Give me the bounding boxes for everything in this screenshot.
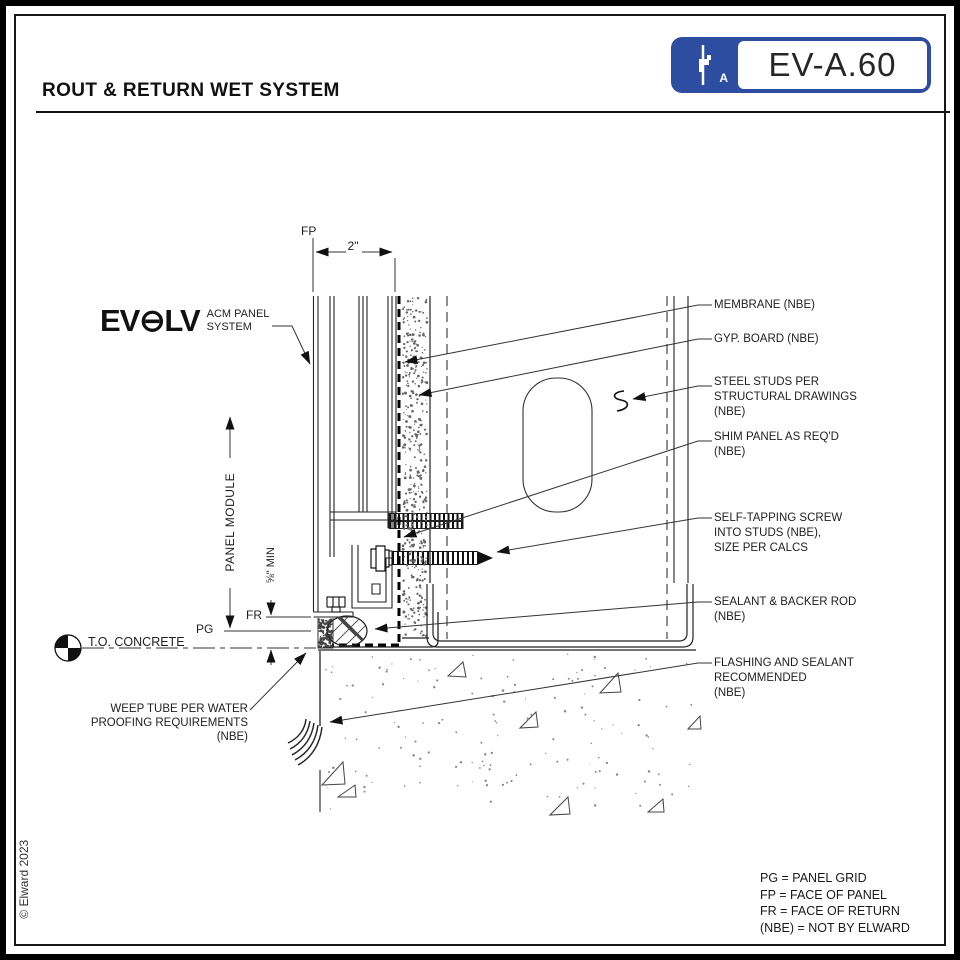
callout-studs-line2: STRUCTURAL DRAWINGS xyxy=(714,391,857,403)
evolv-logo: EV⊖LV ACM PANEL SYSTEM xyxy=(100,303,270,338)
callout-flashing-line2: RECOMMENDED xyxy=(714,672,807,684)
label-fr: FR xyxy=(246,608,262,622)
logo-tagline-line1: ACM PANEL xyxy=(206,308,270,320)
backer-rod xyxy=(326,615,368,647)
gyp-board-stipple xyxy=(401,296,429,638)
aggregate-triangles xyxy=(320,661,702,816)
callout-studs-line3: (NBE) xyxy=(714,406,746,418)
leader-studs xyxy=(632,385,712,401)
leader-screw xyxy=(496,517,712,555)
sheet-title: ROUT & RETURN WET SYSTEM xyxy=(42,80,340,101)
callout-flashing-line3: (NBE) xyxy=(714,687,746,699)
membrane-line xyxy=(332,296,401,647)
leader-shim xyxy=(403,440,712,538)
callout-weep-line1: WEEP TUBE PER WATER xyxy=(110,703,248,715)
label-pg: PG xyxy=(196,622,214,636)
adjustment-bolt xyxy=(326,596,346,613)
callout-shim-panel: SHIM PANEL AS REQ'D (NBE) xyxy=(714,430,839,460)
drip-edge xyxy=(287,718,323,766)
logo-lv: LV xyxy=(164,303,200,338)
callout-gyp-board: GYP. BOARD (NBE) xyxy=(714,332,819,347)
concrete xyxy=(318,649,702,816)
panel-clip-extrusion xyxy=(351,545,393,609)
leader-flashing xyxy=(329,662,712,725)
break-squiggle xyxy=(613,390,629,412)
dim-2-inch xyxy=(312,238,396,292)
datum-marker xyxy=(54,634,316,662)
label-datum: T.O. CONCRETE xyxy=(88,635,185,649)
self-tapping-screw xyxy=(370,545,493,572)
label-fp: FP xyxy=(301,224,317,238)
callout-membrane-line1: MEMBRANE (NBE) xyxy=(714,299,815,311)
logo-o-icon: ⊖ xyxy=(139,303,165,338)
leader-gyp xyxy=(418,338,712,397)
acm-panel-lines xyxy=(312,296,397,618)
detail-number: EV-A.60 xyxy=(768,46,897,83)
logo-tagline: ACM PANEL SYSTEM xyxy=(207,308,270,333)
leader-membrane xyxy=(404,304,712,365)
badge-icon-letter: A xyxy=(719,71,728,85)
callout-membrane: MEMBRANE (NBE) xyxy=(714,298,815,313)
callout-screw-line3: SIZE PER CALCS xyxy=(714,542,808,554)
callout-weep-tube: WEEP TUBE PER WATER PROOFING REQUIREMENT… xyxy=(88,702,248,744)
callout-screw-line1: SELF-TAPPING SCREW xyxy=(714,512,843,524)
label-2-inch: 2" xyxy=(347,239,359,253)
steel-stud xyxy=(446,296,689,639)
detail-number-badge: A EV-A.60 xyxy=(672,38,930,92)
detail-marker-icon: A xyxy=(672,38,738,92)
callout-sealant-line1: SEALANT & BACKER ROD xyxy=(714,596,857,608)
dim-panel-module xyxy=(224,416,311,632)
label-min-gap: ⅝" MIN xyxy=(264,547,277,584)
callout-steel-studs: STEEL STUDS PER STRUCTURAL DRAWINGS (NBE… xyxy=(714,375,857,420)
title-rule xyxy=(36,111,950,113)
backer-rod-hatch xyxy=(327,616,367,646)
evolv-wordmark: EV⊖LV xyxy=(100,303,201,338)
callout-shim-line2: (NBE) xyxy=(714,446,746,458)
legend-fp: FP = FACE OF PANEL xyxy=(760,887,888,902)
callout-flashing: FLASHING AND SEALANT RECOMMENDED (NBE) xyxy=(714,656,854,701)
callout-gyp-line1: GYP. BOARD (NBE) xyxy=(714,333,819,345)
logo-ev: EV xyxy=(100,303,140,338)
callout-studs-line1: STEEL STUDS PER xyxy=(714,376,820,388)
logo-tagline-line2: SYSTEM xyxy=(206,320,252,333)
callout-flashing-line1: FLASHING AND SEALANT xyxy=(714,657,854,669)
callout-screw-line2: INTO STUDS (NBE), xyxy=(714,527,822,539)
callout-weep-line2: PROOFING REQUIREMENTS xyxy=(90,717,248,729)
callout-weep-line3: (NBE) xyxy=(216,731,248,743)
callout-shim-line1: SHIM PANEL AS REQ'D xyxy=(714,431,839,443)
leader-lines xyxy=(249,304,712,725)
leader-weep xyxy=(249,652,307,711)
bottom-track xyxy=(426,584,694,648)
flashing xyxy=(287,612,439,812)
sealant-joint xyxy=(317,596,368,649)
gyp-board xyxy=(402,296,431,639)
leader-evolv xyxy=(272,325,311,365)
callout-sealant: SEALANT & BACKER ROD (NBE) xyxy=(714,595,856,625)
callout-screw: SELF-TAPPING SCREW INTO STUDS (NBE), SIZ… xyxy=(714,511,842,556)
copyright-note: © Elward 2023 xyxy=(16,839,31,919)
legend-pg: PG = PANEL GRID xyxy=(760,871,867,885)
legend-fr: FR = FACE OF RETURN xyxy=(760,904,900,918)
label-panel-module: PANEL MODULE xyxy=(222,472,237,572)
leader-sealant xyxy=(374,601,712,633)
abbreviation-legend: PG = PANEL GRID FP = FACE OF PANEL FR = … xyxy=(760,870,910,936)
badge-plate: EV-A.60 xyxy=(738,41,927,89)
callout-sealant-line2: (NBE) xyxy=(714,611,746,623)
legend-nbe: (NBE) = NOT BY ELWARD xyxy=(760,920,910,935)
sheet-inner-border xyxy=(14,14,946,946)
